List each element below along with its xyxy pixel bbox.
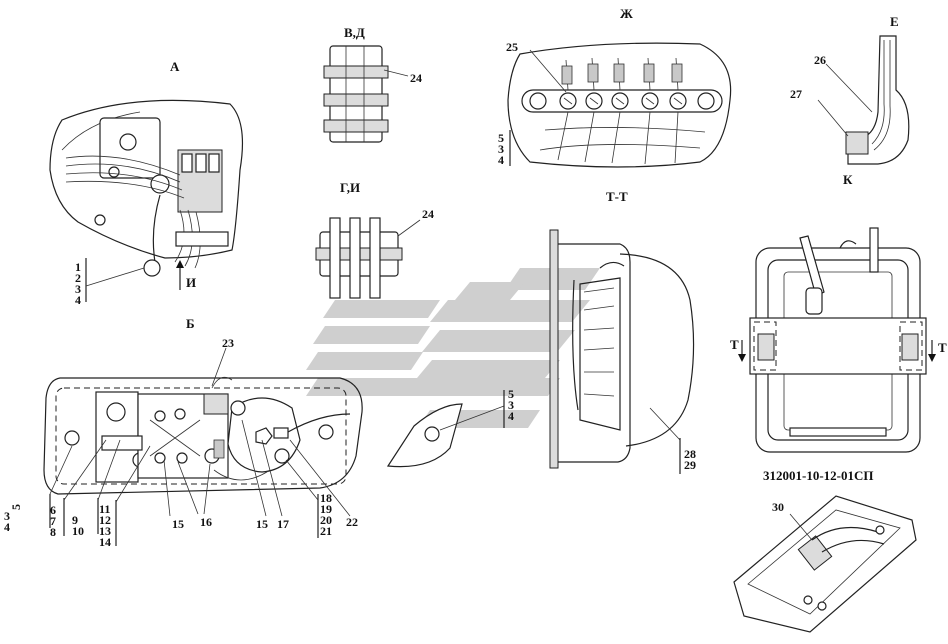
callout-a-1: 1 [75,260,81,274]
callout-zh-5: 5 [498,131,504,145]
callout-gi-24: 24 [422,207,434,221]
callout-b-20: 20 [320,513,332,527]
callout-zh-25: 25 [506,40,518,54]
callout-b-22: 22 [346,515,358,529]
view-a [49,99,244,302]
label-view-vd: В,Д [344,25,365,40]
callout-b-left-5: 5 [9,504,23,510]
callout-b-11: 11 [99,502,110,516]
callout-a-2: 2 [75,271,81,285]
callout-b-7: 7 [50,514,56,528]
callout-tt-28: 28 [684,447,696,461]
view-gi [315,217,421,299]
view-e [817,35,910,165]
callout-b-left-4: 4 [4,520,10,534]
label-arrow-i: И [186,275,196,290]
label-view-gi: Г,И [340,180,360,195]
label-t-right: Т [938,340,947,355]
view-vd [323,45,409,143]
label-t-left: Т [730,337,739,352]
view-zh [507,42,732,168]
callout-b-13: 13 [99,524,111,538]
callout-e-27: 27 [790,87,802,101]
label-view-zh: Ж [620,6,633,21]
callout-a-4: 4 [75,293,81,307]
callout-mid-3: 3 [508,398,514,412]
callout-b-19: 19 [320,502,332,516]
callout-b-23: 23 [222,336,234,350]
callout-mid-5: 5 [508,387,514,401]
callout-mid-4: 4 [508,409,514,423]
plate-detail [386,390,505,468]
callout-b-10: 10 [72,524,84,538]
label-view-k: К [843,172,853,187]
view-bottom-right [733,495,917,633]
callout-zh-3: 3 [498,142,504,156]
label-view-b: Б [186,316,195,331]
callout-b-16: 16 [200,515,212,529]
callout-b-9: 9 [72,513,78,527]
callout-b-15a: 15 [172,517,184,531]
callout-zh-4: 4 [498,153,504,167]
label-view-e: Е [890,14,899,29]
callout-b-17: 17 [277,517,289,531]
view-t-frame [738,227,936,453]
label-view-a: А [170,59,180,74]
drawing-code: 312001-10-12-01СП [763,468,874,483]
callout-b-12: 12 [99,513,111,527]
view-tt [549,229,695,474]
label-view-tt: Т-Т [606,189,628,204]
callout-b-8: 8 [50,525,56,539]
callout-30: 30 [772,500,784,514]
view-b [43,347,363,546]
labels: А Б В,Д Г,И Ж Т-Т Е К И Т Т 312001-10-12… [4,6,947,549]
callout-b-21: 21 [320,524,332,538]
callout-b-15b: 15 [256,517,268,531]
callout-b-18: 18 [320,491,332,505]
callout-tt-29: 29 [684,458,696,472]
callout-b-6: 6 [50,503,56,517]
callout-b-14: 14 [99,535,111,549]
callout-vd-24: 24 [410,71,422,85]
callout-a-3: 3 [75,282,81,296]
callout-e-26: 26 [814,53,826,67]
callout-b-left-3: 3 [4,509,10,523]
